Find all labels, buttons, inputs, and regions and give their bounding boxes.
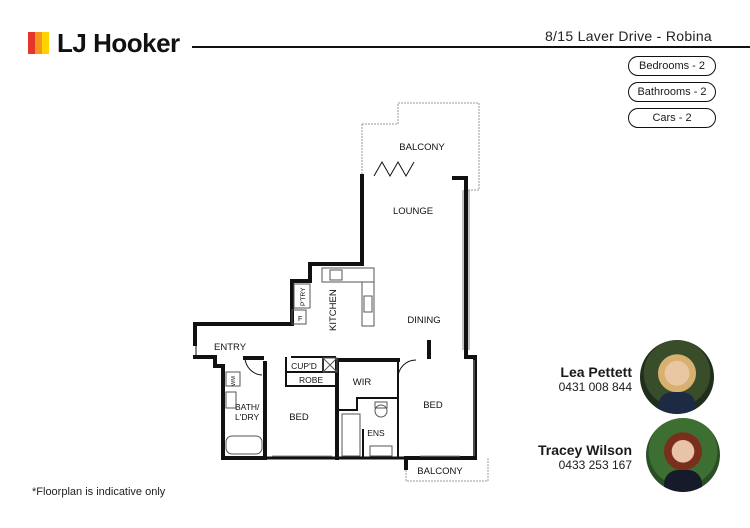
disclaimer: *Floorplan is indicative only <box>32 486 166 498</box>
agent-phone-1[interactable]: 0431 008 844 <box>558 380 632 394</box>
room-label-cupd: CUP'D <box>291 361 317 371</box>
room-label-entry: ENTRY <box>214 342 247 353</box>
room-label-balcony-bottom: BALCONY <box>417 466 463 477</box>
room-label-bed-1: BED <box>289 412 309 423</box>
agent-photo-2-shirt <box>664 470 702 492</box>
feature-bathrooms: Bathrooms - 2 <box>628 82 716 102</box>
room-label-washer: WM <box>231 376 237 386</box>
logo-color-bars <box>28 32 49 54</box>
room-label-pantry: P'TRY <box>300 287 307 306</box>
agent-phone-2[interactable]: 0433 253 167 <box>558 458 632 472</box>
room-label-balcony-top: BALCONY <box>399 142 445 153</box>
room-label-lounge: LOUNGE <box>393 206 433 217</box>
bifold-door <box>373 160 415 178</box>
brand-logo: LJ Hooker <box>28 30 180 56</box>
room-label-ens: ENS <box>367 428 385 438</box>
cupboard-cross <box>322 357 338 373</box>
room-label-wir: WIR <box>353 377 372 388</box>
room-label-dining: DINING <box>407 315 440 326</box>
balcony-outlines <box>361 102 489 482</box>
windows <box>272 190 475 457</box>
room-label-ldry: L'DRY <box>235 412 259 422</box>
feature-cars: Cars - 2 <box>628 108 716 128</box>
agent-photo-1 <box>640 340 714 414</box>
room-label-bath: BATH/ <box>235 402 260 412</box>
property-address: 8/15 Laver Drive - Robina <box>544 28 712 44</box>
agent-name-2: Tracey Wilson <box>537 442 632 458</box>
door-swings <box>195 344 417 379</box>
feature-bedrooms: Bedrooms - 2 <box>628 56 716 76</box>
room-label-robe: ROBE <box>299 375 323 385</box>
header-rule <box>192 46 750 48</box>
brand-name: LJ Hooker <box>57 28 180 58</box>
walls <box>193 174 477 470</box>
agent-photo-1-shirt <box>658 392 696 414</box>
agent-photo-2 <box>646 418 720 492</box>
room-label-fridge: F <box>298 316 302 323</box>
kitchen-fixtures <box>291 267 375 327</box>
room-label-bed-2: BED <box>423 400 443 411</box>
agent-name-1: Lea Pettett <box>560 364 632 380</box>
room-label-kitchen: KITCHEN <box>328 289 339 331</box>
bath-fixtures <box>225 371 393 457</box>
